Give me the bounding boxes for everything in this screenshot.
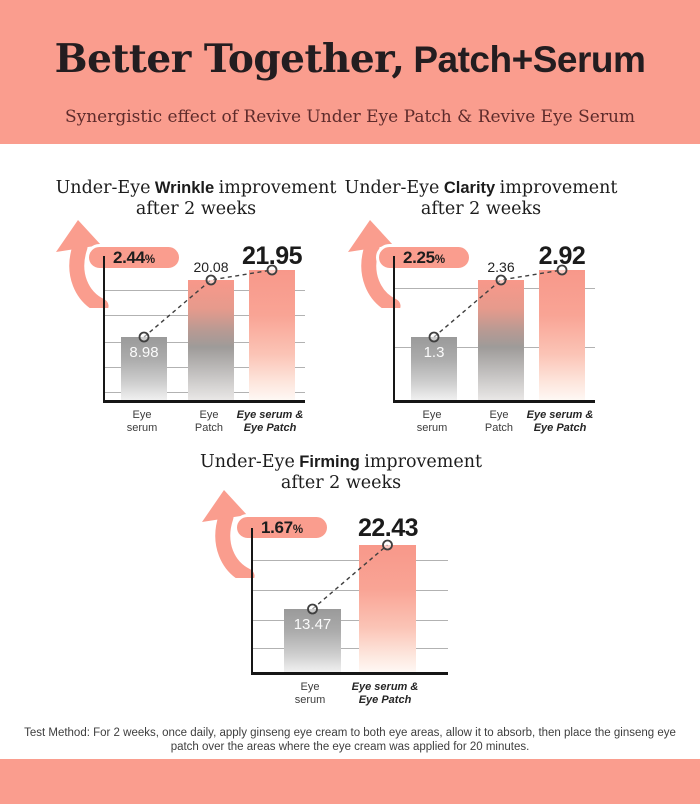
chart-clarity-title-line1: Under-Eye Clarity improvement xyxy=(321,178,641,199)
test-method-note: Test Method: For 2 weeks, once daily, ap… xyxy=(24,727,676,753)
main-title-sans: Patch+Serum xyxy=(413,39,646,80)
category-label-combo: Eye serum &Eye Patch xyxy=(351,681,419,706)
value-label-combo: 2.92 xyxy=(538,242,586,270)
bottom-accent-bar xyxy=(0,759,700,804)
title-line2: after 2 weeks xyxy=(420,199,542,219)
bar-eye-serum xyxy=(121,337,167,400)
bar-eye-serum-and-patch xyxy=(249,270,295,400)
badge-value: 2.25 xyxy=(402,248,435,267)
subtitle: Synergistic effect of Revive Under Eye P… xyxy=(64,107,636,127)
category-label-combo: Eye serum &Eye Patch xyxy=(236,409,304,434)
title-line2: after 2 weeks xyxy=(135,199,257,219)
percentage-badge: 2.25% xyxy=(376,244,472,271)
main-title-serif: Better Together, xyxy=(54,36,405,82)
title-line2: after 2 weeks xyxy=(280,473,402,493)
title-suffix: improvement xyxy=(218,178,337,198)
gridline xyxy=(253,590,448,591)
title-suffix: improvement xyxy=(499,178,618,198)
chart-wrinkle-title: Under-Eye Wrinkle improvement after 2 we… xyxy=(36,178,356,220)
gridline xyxy=(253,620,448,621)
value-label-eye-serum: 8.98 xyxy=(129,344,159,361)
bar-eye-serum xyxy=(411,337,457,400)
bar-eye-serum-and-patch xyxy=(359,545,416,672)
plot-area-clarity: 1.3 2.36 2.92 xyxy=(393,242,595,403)
category-label-combo: Eye serum &Eye Patch xyxy=(526,409,594,434)
chart-clarity-title: Under-Eye Clarity improvement after 2 we… xyxy=(321,178,641,220)
chart-wrinkle-title-line1: Under-Eye Wrinkle improvement xyxy=(36,178,356,199)
main-title: Better Together, Patch+Serum xyxy=(0,36,700,82)
growth-arrow-icon xyxy=(56,220,109,308)
badge-value: 2.44 xyxy=(112,248,145,267)
badge-value: 1.67 xyxy=(260,518,293,537)
percentage-badge: 2.44% xyxy=(86,244,182,271)
title-keyword: Clarity xyxy=(443,179,496,197)
badge-percent-sign: % xyxy=(292,524,304,536)
plot-area-firming: 13.47 22.43 xyxy=(251,514,448,675)
title-keyword: Firming xyxy=(299,453,360,471)
chart-firming-title-line1: Under-Eye Firming improvement xyxy=(181,452,501,473)
value-label-combo: 21.95 xyxy=(241,242,303,270)
value-label-combo: 22.43 xyxy=(357,514,419,542)
title-keyword: Wrinkle xyxy=(154,179,215,197)
value-label-eye-patch: 2.36 xyxy=(487,259,515,275)
bar-eye-serum-and-patch xyxy=(539,270,585,400)
trend-line xyxy=(307,539,393,615)
title-prefix: Under-Eye xyxy=(199,452,295,472)
title-prefix: Under-Eye xyxy=(344,178,440,198)
chart-firming-title: Under-Eye Firming improvement after 2 we… xyxy=(181,452,501,494)
header-banner: Better Together, Patch+Serum Synergistic… xyxy=(0,0,700,144)
bar-eye-patch xyxy=(188,280,234,400)
bar-eye-serum xyxy=(284,609,341,672)
badge-percent-sign: % xyxy=(144,254,156,266)
bar-eye-patch xyxy=(478,280,524,400)
growth-arrow-icon xyxy=(202,490,255,578)
value-label-eye-patch: 20.08 xyxy=(193,259,229,275)
gridline xyxy=(253,560,448,561)
title-prefix: Under-Eye xyxy=(55,178,151,198)
growth-arrow-icon xyxy=(348,220,401,308)
value-label-eye-serum: 13.47 xyxy=(293,616,332,633)
percentage-badge: 1.67% xyxy=(234,514,330,541)
plot-area-wrinkle: 8.98 20.08 21.95 xyxy=(103,242,305,403)
badge-percent-sign: % xyxy=(434,254,446,266)
value-label-eye-serum: 1.3 xyxy=(423,344,445,361)
gridline xyxy=(253,648,448,649)
title-suffix: improvement xyxy=(364,452,483,472)
